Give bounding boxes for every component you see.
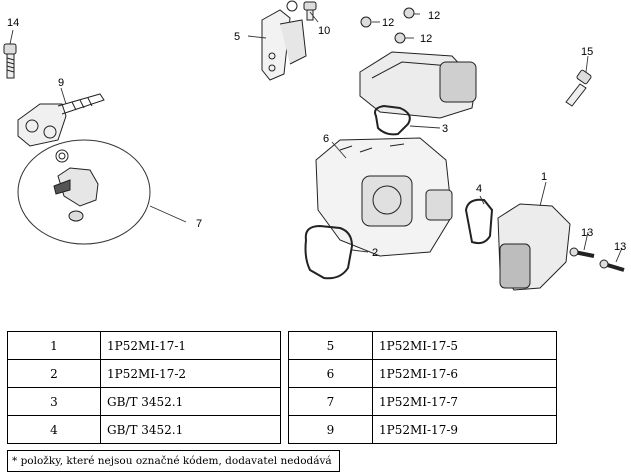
callout-2: 2 [372,247,378,259]
callout-14: 14 [7,17,19,29]
callout-3: 3 [442,123,448,135]
table-row: 9 1P52MI-17-9 [288,415,557,444]
exploded-parts-diagram: 14 9 7 5 10 12 12 12 15 3 6 4 1 2 13 13 [3,0,626,291]
part-number: 9 [288,415,373,444]
part-number: 4 [7,415,101,444]
part-3-gasket [374,104,411,136]
callout-12a: 12 [382,17,394,29]
part-12-screws [360,7,415,44]
part-1-sensor-housing [497,203,571,291]
callout-15: 15 [581,46,593,58]
part-number: 6 [288,359,373,388]
table-row: 1 1P52MI-17-1 [7,331,281,360]
part-code: 1P52MI-17-2 [100,359,281,388]
part-code: GB/T 3452.1 [100,387,281,416]
part-code: 1P52MI-17-7 [372,387,557,416]
part-7-sensor [53,149,99,222]
part-4-gasket [464,198,494,245]
table-row: 6 1P52MI-17-6 [288,359,557,388]
callout-5: 5 [234,31,240,43]
part-14-bolt [3,43,17,79]
throttle-body-top-cover [359,51,477,119]
callout-4: 4 [476,183,482,195]
part-15-bolt [565,69,592,107]
part-code: 1P52MI-17-5 [372,331,557,360]
part-7-group-ellipse [17,139,151,245]
table-row: 3 GB/T 3452.1 [7,387,281,416]
part-5-bracket [261,0,307,81]
part-6-throttle-body [315,137,453,257]
callout-13a: 13 [581,227,593,239]
callout-12c: 12 [420,33,432,45]
supplier-footnote: * položky, které nejsou označné kódem, d… [7,450,340,472]
callout-labels: 14 9 7 5 10 12 12 12 15 3 6 4 1 2 13 13 [7,10,626,259]
table-row: 7 1P52MI-17-7 [288,387,557,416]
callout-12b: 12 [428,10,440,22]
part-code: 1P52MI-17-1 [100,331,281,360]
table-row: 5 1P52MI-17-5 [288,331,557,360]
part-10-bolt [303,1,317,21]
part-number: 2 [7,359,101,388]
part-number: 5 [288,331,373,360]
callout-13b: 13 [614,241,626,253]
callout-9: 9 [58,77,64,89]
leader-lines [9,11,623,263]
callout-6: 6 [323,133,329,145]
part-number: 1 [7,331,101,360]
callout-1: 1 [541,171,547,183]
part-number: 7 [288,387,373,416]
part-9-sensor-bracket [17,93,105,147]
part-2-gasket [304,224,354,280]
part-code: 1P52MI-17-6 [372,359,557,388]
part-number: 3 [7,387,101,416]
part-code: GB/T 3452.1 [100,415,281,444]
table-row: 2 1P52MI-17-2 [7,359,281,388]
part-code: 1P52MI-17-9 [372,415,557,444]
parts-table-right: 5 1P52MI-17-5 6 1P52MI-17-6 7 1P52MI-17-… [288,331,557,444]
table-row: 4 GB/T 3452.1 [7,415,281,444]
parts-table-left: 1 1P52MI-17-1 2 1P52MI-17-2 3 GB/T 3452.… [7,331,281,444]
callout-7: 7 [196,218,202,230]
callout-10: 10 [318,25,330,37]
part-13-screws [569,247,625,272]
